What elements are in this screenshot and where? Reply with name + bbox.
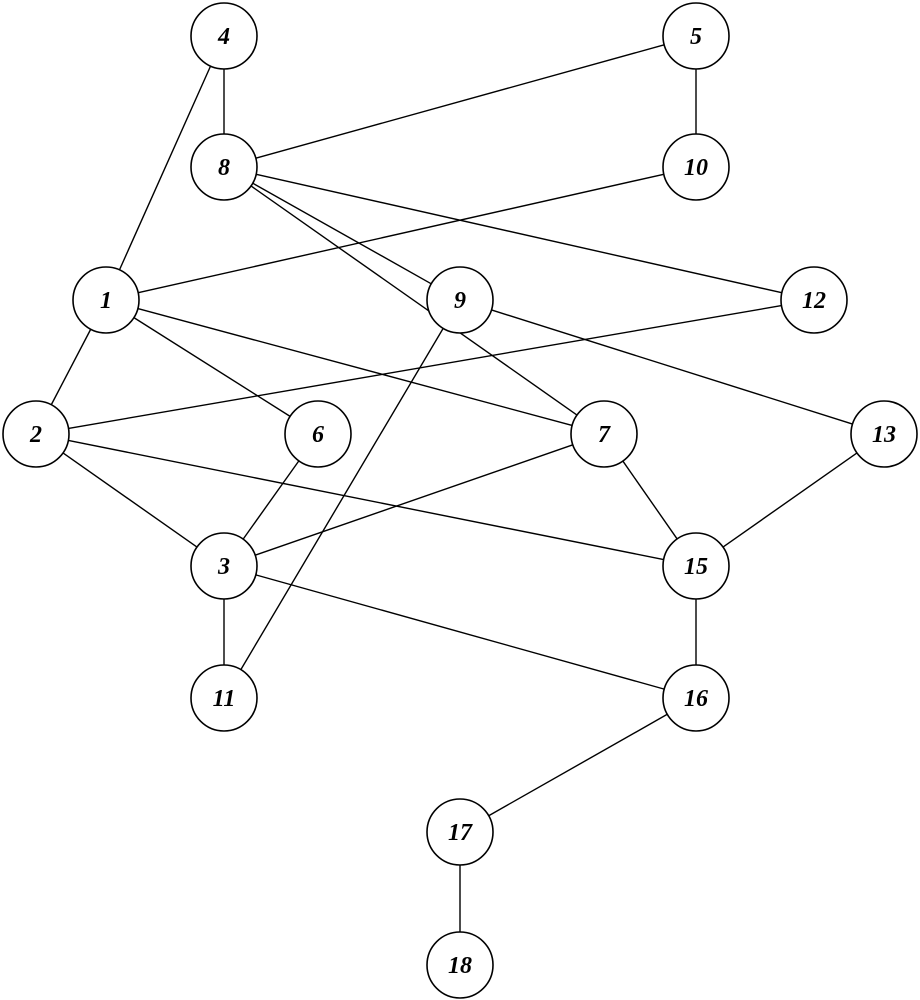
edge-4-1 — [118, 65, 212, 271]
node-9: 9 — [426, 266, 494, 334]
node-15: 15 — [662, 532, 730, 600]
node-3: 3 — [190, 532, 258, 600]
edges-layer — [50, 44, 858, 932]
edge-10-1 — [138, 173, 664, 294]
edge-1-6 — [133, 317, 291, 417]
node-10: 10 — [662, 133, 730, 201]
edge-1-7 — [137, 307, 573, 427]
edge-9-11 — [240, 328, 444, 670]
edge-9-13 — [491, 309, 853, 425]
edge-2-15 — [68, 439, 664, 561]
edge-8-9 — [252, 182, 432, 285]
node-circle-15 — [662, 532, 730, 600]
node-5: 5 — [662, 2, 730, 70]
node-circle-10 — [662, 133, 730, 201]
node-label-11: 11 — [213, 686, 236, 712]
node-circle-6 — [284, 400, 352, 468]
node-16: 16 — [662, 664, 730, 732]
edge-12-2 — [68, 304, 782, 430]
edge-13-15 — [722, 452, 858, 548]
node-label-5: 5 — [690, 24, 702, 50]
node-circle-8 — [190, 133, 258, 201]
node-2: 2 — [2, 400, 70, 468]
node-label-17: 17 — [448, 820, 473, 846]
node-circle-1 — [72, 266, 140, 334]
node-label-13: 13 — [872, 422, 896, 448]
node-label-16: 16 — [684, 686, 708, 712]
node-label-18: 18 — [448, 953, 472, 979]
node-7: 7 — [570, 400, 638, 468]
node-label-7: 7 — [598, 422, 611, 448]
node-circle-16 — [662, 664, 730, 732]
edge-7-3 — [254, 444, 574, 556]
node-label-1: 1 — [100, 288, 112, 314]
node-circle-4 — [190, 2, 258, 70]
edge-5-8 — [255, 44, 665, 159]
node-label-2: 2 — [29, 422, 42, 448]
node-18: 18 — [426, 931, 494, 999]
node-13: 13 — [850, 400, 918, 468]
node-6: 6 — [284, 400, 352, 468]
edge-2-3 — [62, 452, 198, 548]
node-circle-5 — [662, 2, 730, 70]
edge-1-2 — [50, 328, 92, 406]
node-circle-11 — [190, 664, 258, 732]
node-circle-17 — [426, 798, 494, 866]
node-circle-9 — [426, 266, 494, 334]
node-label-8: 8 — [218, 155, 230, 181]
node-label-6: 6 — [312, 422, 324, 448]
node-circle-2 — [2, 400, 70, 468]
edge-3-16 — [255, 574, 665, 690]
node-circle-7 — [570, 400, 638, 468]
node-label-12: 12 — [802, 288, 826, 314]
node-label-3: 3 — [217, 554, 230, 580]
node-4: 4 — [190, 2, 258, 70]
node-8: 8 — [190, 133, 258, 201]
node-circle-18 — [426, 931, 494, 999]
node-label-4: 4 — [217, 24, 230, 50]
node-12: 12 — [780, 266, 848, 334]
edge-8-7 — [250, 185, 578, 416]
node-circle-13 — [850, 400, 918, 468]
node-label-10: 10 — [684, 155, 708, 181]
node-circle-3 — [190, 532, 258, 600]
edge-16-17 — [488, 713, 668, 817]
node-label-9: 9 — [454, 288, 466, 314]
node-1: 1 — [72, 266, 140, 334]
edge-7-15 — [622, 460, 678, 540]
edge-8-12 — [256, 173, 782, 294]
node-label-15: 15 — [684, 554, 708, 580]
node-17: 17 — [426, 798, 494, 866]
node-circle-12 — [780, 266, 848, 334]
node-11: 11 — [190, 664, 258, 732]
edge-6-3 — [242, 460, 300, 540]
